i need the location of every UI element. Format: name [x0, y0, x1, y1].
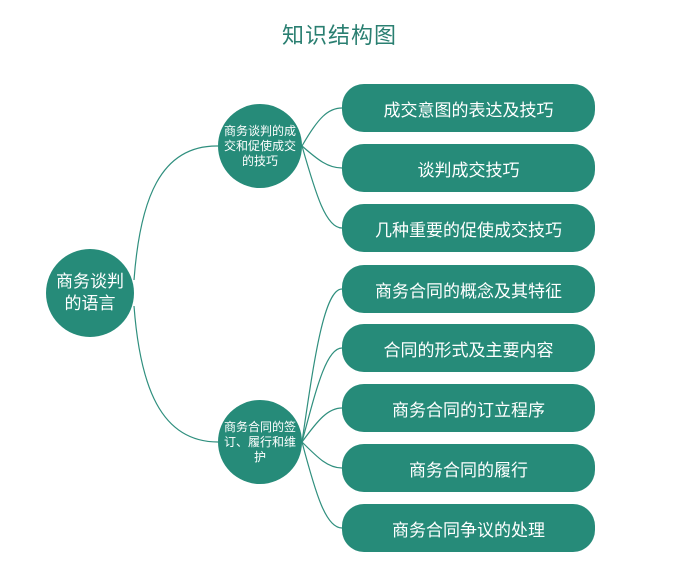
leaf-node: 商务合同争议的处理: [342, 504, 595, 552]
diagram-title: 知识结构图: [281, 24, 397, 49]
branch-node-label: 商务谈判的成交和促使成交的技巧: [223, 123, 296, 168]
branch-node-closing-skills: 商务谈判的成交和促使成交的技巧: [218, 104, 302, 188]
connector-root-to-branch-2: [133, 305, 219, 443]
connector-branch-2-leaf-2: [301, 347, 343, 443]
branch-node-label: 商务合同的签订、履行和维护: [223, 419, 296, 464]
leaf-node: 商务合同的订立程序: [342, 384, 595, 432]
connector-branch-2-leaf-1: [301, 288, 343, 443]
connector-branch-2-leaf-4: [301, 441, 343, 469]
leaf-node: 谈判成交技巧: [342, 144, 595, 192]
connector-root-to-branch-1: [133, 145, 219, 281]
connector-branch-1-leaf-1: [301, 107, 343, 147]
connector-branch-1-leaf-2: [301, 145, 343, 169]
connector-branch-1-leaf-3: [301, 145, 343, 229]
leaf-node: 成交意图的表达及技巧: [342, 84, 595, 132]
root-node: 商务谈判的语言: [46, 249, 134, 337]
leaf-node: 商务合同的概念及其特征: [342, 265, 595, 313]
leaf-node: 几种重要的促使成交技巧: [342, 204, 595, 252]
connector-branch-2-leaf-3: [301, 407, 343, 443]
leaf-node: 合同的形式及主要内容: [342, 324, 595, 372]
leaf-node: 商务合同的履行: [342, 444, 595, 492]
connector-branch-2-leaf-5: [301, 441, 343, 529]
branch-node-contract: 商务合同的签订、履行和维护: [218, 400, 302, 484]
root-node-label: 商务谈判的语言: [56, 272, 124, 314]
